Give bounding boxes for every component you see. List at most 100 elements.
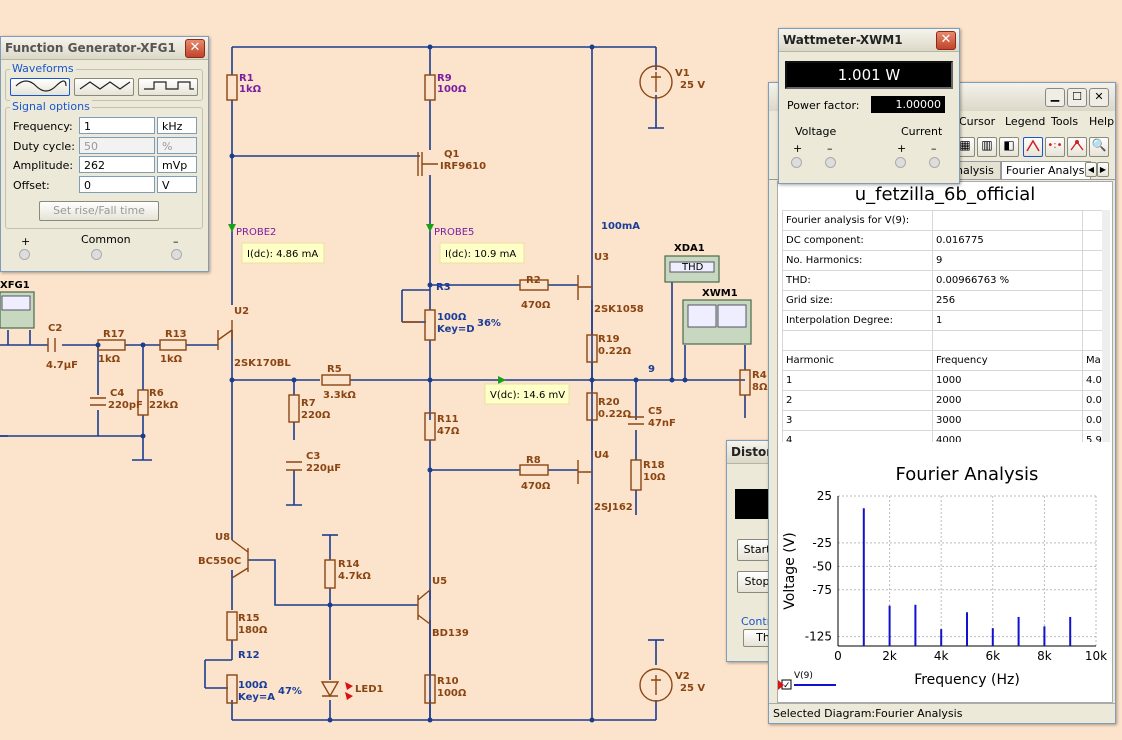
legend-check-mark: ✓ <box>783 681 791 691</box>
close-icon[interactable]: ✕ <box>185 39 205 58</box>
maximize-icon: ☐ <box>1072 90 1082 103</box>
info-key-cell: Interpolation Degree: <box>782 310 933 331</box>
r9-value: 100Ω <box>437 84 467 95</box>
info-extra-cell <box>1082 270 1102 291</box>
y-tick-label: -75 <box>812 583 832 597</box>
square-wave-button[interactable] <box>138 78 198 96</box>
tab-scroll-left[interactable]: ◀ <box>1085 162 1097 177</box>
r8-value: 470Ω <box>521 481 551 492</box>
plus-terminal-label: + <box>21 235 31 248</box>
function-generator-titlebar[interactable]: Function Generator-XFG1 ✕ <box>1 37 208 60</box>
offset-input[interactable]: 0 <box>79 176 155 193</box>
led1-name: LED1 <box>355 684 384 695</box>
maximize-button[interactable]: ☐ <box>1067 88 1087 107</box>
waveforms-label: Waveforms <box>10 62 76 75</box>
r9-name: R9 <box>437 73 452 84</box>
wattmeter-title: Wattmeter-XWM1 <box>783 33 903 47</box>
junction-dots <box>95 44 688 723</box>
start-button[interactable]: Start <box>737 539 777 561</box>
amplitude-input[interactable]: 262 <box>79 156 155 173</box>
duty-cycle-label: Duty cycle: <box>13 140 75 153</box>
chart-type-button[interactable]: ▥ <box>977 137 997 157</box>
xfg1-name: XFG1 <box>0 280 30 291</box>
menu-help[interactable]: Help <box>1089 115 1115 128</box>
v1-name: V1 <box>675 68 690 79</box>
harmonics-cell: 1000 <box>932 370 1083 391</box>
v1-value: 25 V <box>680 80 705 91</box>
probe2-box <box>241 242 325 264</box>
r14-name: R14 <box>338 559 360 570</box>
r3-key: Key=D <box>437 324 475 335</box>
frequency-unit-select[interactable]: kHz <box>157 117 197 134</box>
c5-name: C5 <box>648 406 662 417</box>
c4-name: C4 <box>110 388 124 399</box>
wattmeter-window: Wattmeter-XWM1 ✕ 1.001 W Power factor: 1… <box>778 28 960 184</box>
menu-tools[interactable]: Tools <box>1051 115 1079 128</box>
close-button[interactable]: ✕ <box>1089 88 1109 107</box>
offset-unit-select[interactable]: V <box>157 176 197 193</box>
menu-legend[interactable]: Legend <box>1005 115 1046 128</box>
r13-name: R13 <box>165 329 187 340</box>
xwm1-instrument[interactable]: XWM1 <box>682 288 752 345</box>
status-bar: Selected Diagram:Fourier Analysis <box>769 703 1115 724</box>
y-tick-label: 25 <box>817 489 832 503</box>
v2-value: 25 V <box>680 683 705 694</box>
set-rise-fall-button[interactable]: Set rise/Fall time <box>39 201 159 221</box>
markers-button[interactable]: •:• <box>1045 137 1065 157</box>
minimize-button[interactable]: ▁ <box>1045 88 1065 107</box>
tab-scroll-right[interactable]: ▶ <box>1097 162 1109 177</box>
line-markers-button[interactable] <box>1067 137 1087 157</box>
xfg1-instrument[interactable]: XFG1 <box>0 280 35 329</box>
current-100ma: 100mA <box>601 221 640 232</box>
r5-value: 3.3kΩ <box>323 390 356 401</box>
zoom-button[interactable]: 🔍 <box>1089 137 1109 157</box>
function-generator-window: Function Generator-XFG1 ✕ Waveforms Sign… <box>0 36 209 272</box>
current-plus-terminal[interactable] <box>895 157 906 168</box>
sine-wave-button[interactable] <box>10 78 70 96</box>
tab-analysis[interactable]: nalysis <box>953 161 1001 179</box>
xda1-instrument[interactable]: XDA1 THD <box>664 243 720 283</box>
r1-name: R1 <box>239 73 254 84</box>
r12-name: R12 <box>238 650 260 661</box>
info-key-cell: DC component: <box>782 230 933 251</box>
r4-name: R4 <box>752 370 767 381</box>
plus-terminal[interactable] <box>19 249 30 260</box>
menu-cursor[interactable]: Cursor <box>959 115 996 128</box>
minus-terminal-label: – <box>173 235 179 248</box>
table-scrollbar[interactable] <box>1102 210 1110 442</box>
signal-options-label: Signal options <box>10 100 92 113</box>
amplitude-unit-select[interactable]: mVp <box>157 156 197 173</box>
r6-value: 22kΩ <box>149 400 179 411</box>
common-terminal[interactable] <box>91 249 102 260</box>
wattmeter-titlebar[interactable]: Wattmeter-XWM1 ✕ <box>779 29 959 52</box>
frequency-input[interactable]: 1 <box>79 117 155 134</box>
cursor-toggle-button[interactable] <box>1023 137 1043 157</box>
r7-name: R7 <box>301 398 316 409</box>
probe2-label: PROBE2 <box>236 227 276 238</box>
harmonics-header-cell: Ma <box>1082 350 1102 371</box>
voltage-plus-terminal[interactable] <box>791 157 802 168</box>
voltage-minus-terminal[interactable] <box>825 157 836 168</box>
triangle-wave-button[interactable] <box>74 78 134 96</box>
xda1-name: XDA1 <box>674 243 705 254</box>
tab-fourier-label: Fourier Analysis <box>1006 164 1091 177</box>
analysis-heading: u_fetzilla_6b_official <box>854 184 1036 205</box>
minus-terminal[interactable] <box>171 249 182 260</box>
current-minus-label: – <box>931 142 937 155</box>
duty-cycle-input[interactable]: 50 <box>79 137 155 154</box>
close-icon[interactable]: ✕ <box>936 31 956 50</box>
r8-name: R8 <box>526 455 541 466</box>
info-row: THD:0.00966763 % <box>782 270 1102 291</box>
info-value-cell: 256 <box>932 290 1083 311</box>
stop-button[interactable]: Stop <box>737 571 777 593</box>
probe5-label: PROBE5 <box>434 227 474 238</box>
harmonics-cell: 1 <box>782 370 933 391</box>
resistors <box>47 65 751 704</box>
tab-fourier-analysis[interactable]: Fourier Analysis <box>1001 161 1091 179</box>
overlay-button[interactable]: ◧ <box>999 137 1019 157</box>
r13-value: 1kΩ <box>160 354 183 365</box>
current-minus-terminal[interactable] <box>929 157 940 168</box>
power-factor-label: Power factor: <box>787 99 860 112</box>
